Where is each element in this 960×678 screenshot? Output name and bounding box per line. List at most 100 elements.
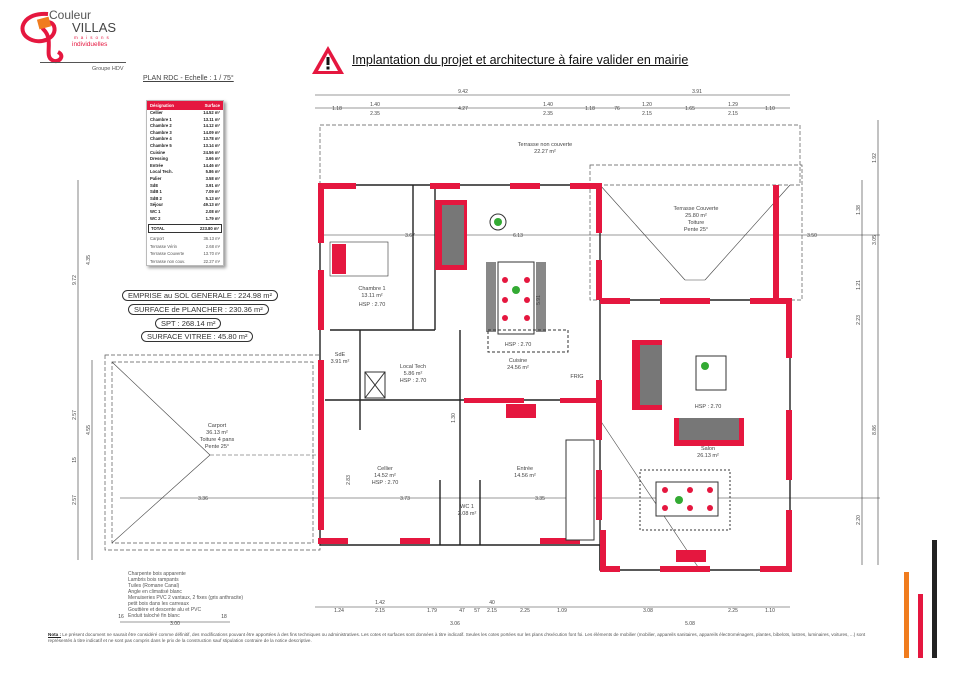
room-designation: Palier [150,175,162,181]
room-surface: 3.91 m² [205,182,220,188]
dimension-label: 57 [474,608,480,614]
room-labels: Chambre 1 13.11 m² HSP : 2.70 Cuisine 24… [200,142,722,517]
dimension-label: 18 [221,614,227,620]
dimension-label: 5.08 [685,621,695,627]
dimension-label: 4.35 [86,255,92,265]
dimension-label: 1.40 [543,102,553,108]
dimension-label: 2.20 [856,515,862,525]
exterior-wall-segments [318,183,792,572]
dimension-label: 1.09 [557,608,567,614]
room-name: Chambre 1 [358,286,385,292]
room-area: 14.52 m² [374,473,396,479]
room-designation: Chambre 2 [150,123,172,129]
room-area: 14.56 m² [514,473,536,479]
dimension-label: 2.15 [728,111,738,117]
room-area: 36.13 m² [206,430,228,436]
room-surface: 22.27 m² [203,258,220,264]
surface-vitree-label: SURFACE VITREE : 45.80 m² [141,331,254,342]
room-area: 3.91 m² [331,359,350,365]
room-designation: Terrasse Couverte [150,251,185,257]
room-hsp: HSP : 2.70 [400,378,427,384]
dimension-label: 3.50 [807,233,817,239]
dimension-label: 1.20 [642,102,652,108]
carport-note-line: Menuiseries PVC 2 vantaux, 2 fixes (gris… [128,595,244,601]
room-surface: 14.52 m² [203,110,220,115]
emprise-label: EMPRISE au SOL GENERALE : 224.98 m² [122,290,278,301]
dimension-label: 1.30 [451,413,457,423]
brand-bar-black [932,540,937,658]
dimension-lines [77,94,880,623]
dimension-label: 1.10 [765,608,775,614]
room-designation: Chambre 3 [150,129,172,135]
dimension-label: 1.24 [334,608,344,614]
room-area: 5.86 m² [404,371,423,377]
room-surface: 13.14 m² [203,142,220,148]
room-hsp: HSP : 2.70 [359,302,386,308]
dimension-label: 3.73 [400,496,410,502]
notes: Nota : Le présent document ne saurait êt… [48,632,878,644]
dimension-label: 4.55 [86,425,92,435]
room-surface: 13.11 m² [203,116,220,122]
carport-note-line: Enduit taloché fin blanc [128,613,180,619]
logo-text: maisons [74,35,112,40]
carport-note-line: petit bois dans les carreaux [128,601,189,607]
room-name: Cellier [377,466,393,472]
room-name: WC 1 [460,504,474,510]
room-surface: 49.13 m² [203,202,220,208]
dimension-label: 40 [489,600,495,606]
room-surface: 7.09 m² [205,189,220,195]
total-value: 223.80 m² [199,226,219,232]
room-designation: Chambre 5 [150,142,172,148]
plan-scale: PLAN RDC - Echelle : 1 / 75° [143,75,234,82]
table-row: Palier 3.58 m² [147,176,223,183]
room-name: Carport [208,423,227,429]
carport-note-line: Charpente bois apparente [128,571,186,577]
surface-plancher-label: SURFACE de PLANCHER : 230.36 m² [128,304,269,315]
room-surface: 2.08 m² [205,208,220,214]
dimension-label: 2.57 [72,410,78,420]
room-designation: Cellier [150,110,163,115]
room-surface: 3.58 m² [205,175,220,181]
carport-note-line: Lambris bois rampants [128,577,179,583]
dimension-label: 9.72 [72,275,78,285]
room-hsp: HSP : 2.70 [372,480,399,486]
dimension-label: 2.15 [487,608,497,614]
table-row: SdB 2 5.13 m² [147,196,223,203]
logo-text: individuelles [72,41,108,48]
carport-note-line: Gouttière et descente alu et PVC [128,607,202,613]
table-row: Local Tech.5.86 m² [147,169,223,176]
room-surface: 5.13 m² [205,195,220,201]
dimension-label: 5.91 [536,295,542,305]
room-designation: SdB 2 [150,195,162,201]
room-area: 26.13 m² [697,453,719,459]
column-header: Surface [204,103,220,108]
dimension-label: 1.65 [685,106,695,112]
chair-marks [502,277,713,511]
dimension-label: 2.57 [72,495,78,505]
dimension-label: 1.10 [765,106,775,112]
room-area: 24.56 m² [507,365,529,371]
plant-icons [494,218,709,504]
dimension-label: 1.18 [332,106,342,112]
dimension-label: 1.79 [427,608,437,614]
logo-text: Couleur [49,8,92,22]
dimension-label: 3.05 [872,235,878,245]
room-designation: Cuisine [150,149,166,155]
dimension-label: 2.15 [642,111,652,117]
dimension-label: 2.83 [346,475,352,485]
room-designation: Dressing [150,156,168,162]
room-designation: Séjour [150,202,164,208]
dimension-label: 1.92 [872,153,878,163]
room-surface: 1.79 m² [205,215,220,221]
